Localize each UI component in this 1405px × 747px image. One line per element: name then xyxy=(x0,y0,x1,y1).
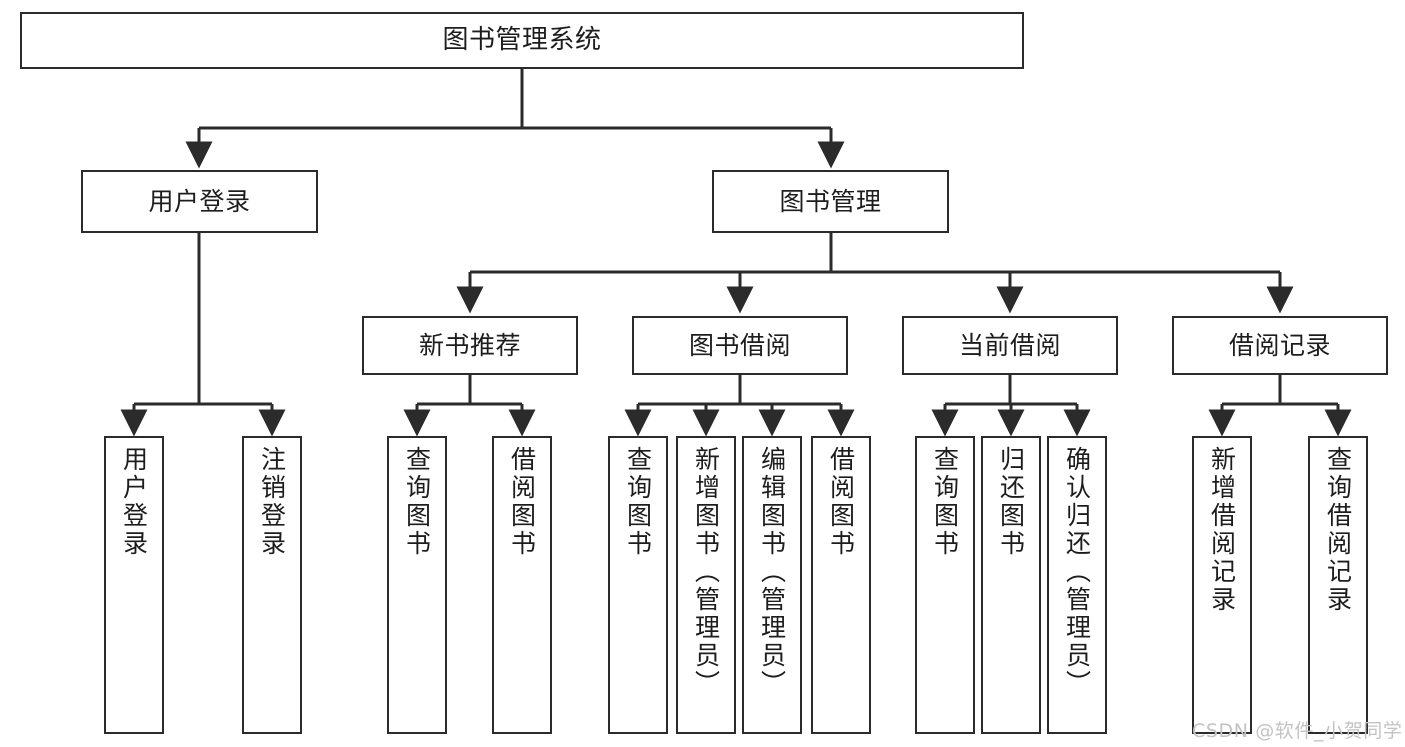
node-label: 查询图书 xyxy=(930,446,960,558)
node-new-book-recommend[interactable]: 新书推荐 xyxy=(362,316,578,375)
leaf-recommend-query-book[interactable]: 查询图书 xyxy=(387,436,447,734)
leaf-recommend-borrow-book[interactable]: 借阅图书 xyxy=(492,436,552,734)
leaf-current-return-book[interactable]: 归还图书 xyxy=(981,436,1041,734)
node-current-borrow[interactable]: 当前借阅 xyxy=(902,316,1118,375)
node-label: 借阅图书 xyxy=(507,446,537,558)
leaf-current-confirm-return-admin[interactable]: 确认归还（管理员） xyxy=(1047,436,1107,734)
node-label: 归还图书 xyxy=(996,446,1026,558)
node-label: 图书管理 xyxy=(779,186,882,216)
node-label: 当前借阅 xyxy=(958,330,1061,360)
csdn-watermark: CSDN @软件_小贺同学 xyxy=(1192,720,1403,742)
node-label: 图书借阅 xyxy=(688,330,791,360)
leaf-borrow-edit-book-admin[interactable]: 编辑图书（管理员） xyxy=(742,436,802,734)
leaf-borrow-query-book[interactable]: 查询图书 xyxy=(608,436,668,734)
node-book-management[interactable]: 图书管理 xyxy=(712,170,949,233)
node-root-system[interactable]: 图书管理系统 xyxy=(20,12,1024,69)
leaf-current-query-book[interactable]: 查询图书 xyxy=(915,436,975,734)
node-label: 新增借阅记录 xyxy=(1207,446,1237,614)
node-label: 查询图书 xyxy=(402,446,432,558)
node-label: 查询图书 xyxy=(623,446,653,558)
leaf-user-login-login[interactable]: 用户登录 xyxy=(104,436,164,734)
node-label: 图书管理系统 xyxy=(442,25,602,56)
leaf-borrow-borrow-book[interactable]: 借阅图书 xyxy=(811,436,871,734)
node-label: 用户登录 xyxy=(119,446,149,558)
node-label: 借阅记录 xyxy=(1228,330,1331,360)
node-label: 新书推荐 xyxy=(418,330,521,360)
node-borrow-record[interactable]: 借阅记录 xyxy=(1172,316,1388,375)
node-book-borrow[interactable]: 图书借阅 xyxy=(632,316,848,375)
node-label: 新增图书（管理员） xyxy=(691,446,721,698)
node-label: 用户登录 xyxy=(148,186,251,216)
leaf-record-query-record[interactable]: 查询借阅记录 xyxy=(1308,436,1368,734)
leaf-borrow-add-book-admin[interactable]: 新增图书（管理员） xyxy=(676,436,736,734)
node-label: 编辑图书（管理员） xyxy=(757,446,787,698)
node-label: 借阅图书 xyxy=(826,446,856,558)
node-label: 注销登录 xyxy=(257,446,287,558)
leaf-user-login-logout[interactable]: 注销登录 xyxy=(242,436,302,734)
node-label: 查询借阅记录 xyxy=(1323,446,1353,614)
node-user-login[interactable]: 用户登录 xyxy=(81,170,318,233)
node-label: 确认归还（管理员） xyxy=(1062,446,1092,698)
leaf-record-add-record[interactable]: 新增借阅记录 xyxy=(1192,436,1252,734)
